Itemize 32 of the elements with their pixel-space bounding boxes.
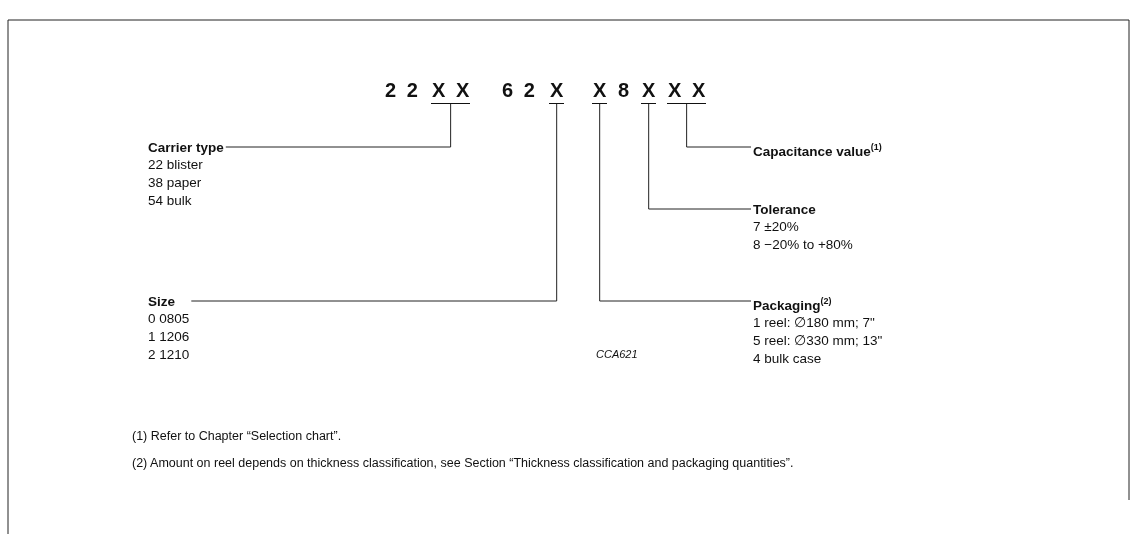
leader-line (190, 103, 558, 302)
field-heading: Carrier type (148, 139, 224, 156)
footnote: (2) Amount on reel depends on thickness classification, see Section “Thickness classification and packaging quantities”. (132, 456, 794, 470)
code-option: 5 reel: ∅330 mm; 13" (753, 331, 883, 350)
code-digits: X (592, 79, 608, 104)
code-option: 1 1206 (148, 328, 190, 346)
leader-line (686, 103, 752, 148)
code-digits: 6 2 (502, 79, 535, 101)
field-heading: Capacitance value$^{(1)}$ (753, 141, 882, 160)
code-option: 38 paper (148, 174, 224, 192)
code-option: 0 0805 (148, 310, 190, 328)
leader-line (599, 103, 752, 302)
drawing-number: CCA621 (596, 348, 638, 360)
code-option: 22 blister (148, 156, 224, 174)
code-digits: 2 2 (385, 79, 418, 101)
code-digits: X X (667, 79, 707, 104)
code-option: 4 bulk case (753, 349, 883, 368)
code-digits: X (641, 79, 657, 104)
code-option: 54 bulk (148, 192, 224, 210)
code-option: 1 reel: ∅180 mm; 7" (753, 313, 883, 332)
leader-line (225, 103, 452, 148)
leader-line (648, 103, 752, 210)
code-option: 2 1210 (148, 346, 190, 364)
field-heading: Tolerance (753, 201, 817, 218)
field-heading: Size (148, 293, 176, 310)
code-digits: X X (431, 79, 471, 104)
footnote: (1) Refer to Chapter “Selection chart”. (132, 429, 342, 443)
field-heading: Packaging$^{(2)}$ (753, 295, 833, 314)
code-digits: X (549, 79, 565, 104)
code-option: 8 −20% to +80% (753, 236, 853, 254)
code-option: 7 ±20% (753, 218, 853, 236)
code-digits: 8 (618, 79, 630, 101)
